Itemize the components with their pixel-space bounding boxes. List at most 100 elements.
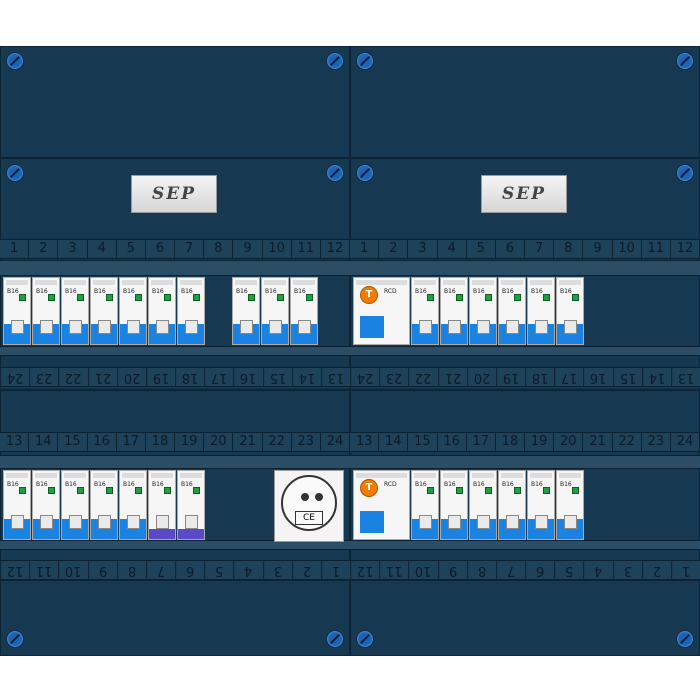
breaker-handle[interactable]	[184, 515, 198, 529]
position-number: 10	[58, 561, 88, 579]
middle-cover-right	[350, 390, 700, 434]
position-number: 4	[233, 561, 263, 579]
test-button[interactable]: T	[360, 286, 378, 304]
breaker-handle[interactable]	[239, 320, 253, 334]
breaker-handle[interactable]	[563, 320, 577, 334]
breaker-handle[interactable]	[476, 320, 490, 334]
breaker-handle[interactable]	[418, 320, 432, 334]
breaker-handle[interactable]	[476, 515, 490, 529]
position-number: 15	[262, 368, 292, 386]
position-number: 21	[437, 368, 467, 386]
circuit-breaker[interactable]: B16	[440, 470, 468, 540]
circuit-breaker[interactable]: B16	[556, 277, 584, 345]
breaker-handle[interactable]	[155, 515, 169, 529]
circuit-breaker[interactable]: B16	[177, 470, 205, 540]
circuit-breaker[interactable]: B16	[119, 470, 147, 540]
circuit-breaker[interactable]: B16	[232, 277, 260, 345]
breaker-rating: B16	[181, 481, 193, 488]
position-strip-mid-left: 24 23 22 21 20 19 18 17 16 15 14 13	[0, 367, 351, 387]
circuit-breaker[interactable]: B16	[261, 277, 289, 345]
breaker-handle[interactable]	[126, 320, 140, 334]
screw-icon	[676, 52, 694, 70]
circuit-breaker[interactable]: B16	[469, 470, 497, 540]
breaker-handle[interactable]	[97, 320, 111, 334]
position-number: 2	[291, 561, 321, 579]
position-number: 16	[583, 368, 613, 386]
position-number: 19	[145, 368, 176, 386]
position-number: 24	[0, 368, 30, 386]
position-number: 13	[670, 368, 700, 386]
screw-icon	[6, 52, 24, 70]
breaker-handle[interactable]	[534, 515, 548, 529]
position-number: 11	[292, 240, 321, 258]
circuit-breaker[interactable]: B16	[498, 470, 526, 540]
status-indicator	[135, 487, 142, 494]
circuit-breaker[interactable]: B16	[61, 470, 89, 540]
position-number: 8	[554, 240, 584, 258]
breaker-handle[interactable]	[297, 320, 311, 334]
test-button[interactable]: T	[360, 479, 378, 497]
status-indicator	[106, 487, 113, 494]
circuit-breaker[interactable]: B16	[90, 277, 118, 345]
breaker-handle[interactable]	[505, 515, 519, 529]
breaker-handle[interactable]	[534, 320, 548, 334]
position-number: 15	[612, 368, 642, 386]
group-band	[149, 529, 175, 539]
socket-face	[281, 475, 337, 531]
breaker-handle[interactable]	[68, 515, 82, 529]
circuit-breaker[interactable]: B16	[119, 277, 147, 345]
position-number: 1	[350, 240, 380, 258]
breaker-handle[interactable]	[563, 515, 577, 529]
device-base	[360, 316, 384, 338]
circuit-breaker[interactable]: B16	[32, 277, 60, 345]
circuit-breaker[interactable]: B16	[90, 470, 118, 540]
position-number: 9	[87, 561, 117, 579]
position-number: 6	[496, 240, 526, 258]
circuit-breaker[interactable]: B16	[3, 470, 31, 540]
circuit-breaker[interactable]: B16	[411, 277, 439, 345]
position-number: 18	[146, 433, 176, 451]
circuit-breaker[interactable]: B16	[61, 277, 89, 345]
breaker-handle[interactable]	[10, 515, 24, 529]
circuit-breaker[interactable]: B16	[527, 470, 555, 540]
circuit-breaker[interactable]: B16	[411, 470, 439, 540]
circuit-breaker[interactable]: B16	[32, 470, 60, 540]
position-strip-lower-right: 13 14 15 16 17 18 19 20 21 22 23 24	[350, 432, 700, 452]
circuit-breaker[interactable]: B16	[3, 277, 31, 345]
breaker-handle[interactable]	[155, 320, 169, 334]
position-number: 21	[233, 433, 263, 451]
breaker-handle[interactable]	[418, 515, 432, 529]
status-indicator	[572, 294, 579, 301]
breaker-handle[interactable]	[97, 515, 111, 529]
breaker-handle[interactable]	[184, 320, 198, 334]
breaker-rating: B16	[152, 288, 164, 295]
position-number: 11	[379, 561, 409, 579]
circuit-breaker[interactable]: B16	[290, 277, 318, 345]
status-indicator	[456, 487, 463, 494]
breaker-handle[interactable]	[447, 515, 461, 529]
breaker-handle[interactable]	[505, 320, 519, 334]
circuit-breaker[interactable]: B16	[498, 277, 526, 345]
breaker-handle[interactable]	[68, 320, 82, 334]
terminal-strip	[414, 473, 436, 478]
breaker-handle[interactable]	[39, 515, 53, 529]
breaker-handle[interactable]	[10, 320, 24, 334]
circuit-breaker[interactable]: B16	[469, 277, 497, 345]
rail-socket[interactable]: CE	[274, 470, 344, 542]
breaker-handle[interactable]	[126, 515, 140, 529]
breaker-handle[interactable]	[39, 320, 53, 334]
circuit-breaker[interactable]: B16	[527, 277, 555, 345]
breaker-handle[interactable]	[268, 320, 282, 334]
position-strip-top-left: 1 2 3 4 5 6 7 8 9 10 11 12	[0, 239, 351, 259]
circuit-breaker[interactable]: B16	[556, 470, 584, 540]
circuit-breaker[interactable]: B16	[440, 277, 468, 345]
circuit-breaker[interactable]: B16	[148, 470, 176, 540]
circuit-breaker[interactable]: B16	[177, 277, 205, 345]
breaker-handle[interactable]	[447, 320, 461, 334]
position-number: 23	[29, 368, 59, 386]
position-number: 23	[642, 433, 671, 451]
circuit-breaker[interactable]: B16	[148, 277, 176, 345]
